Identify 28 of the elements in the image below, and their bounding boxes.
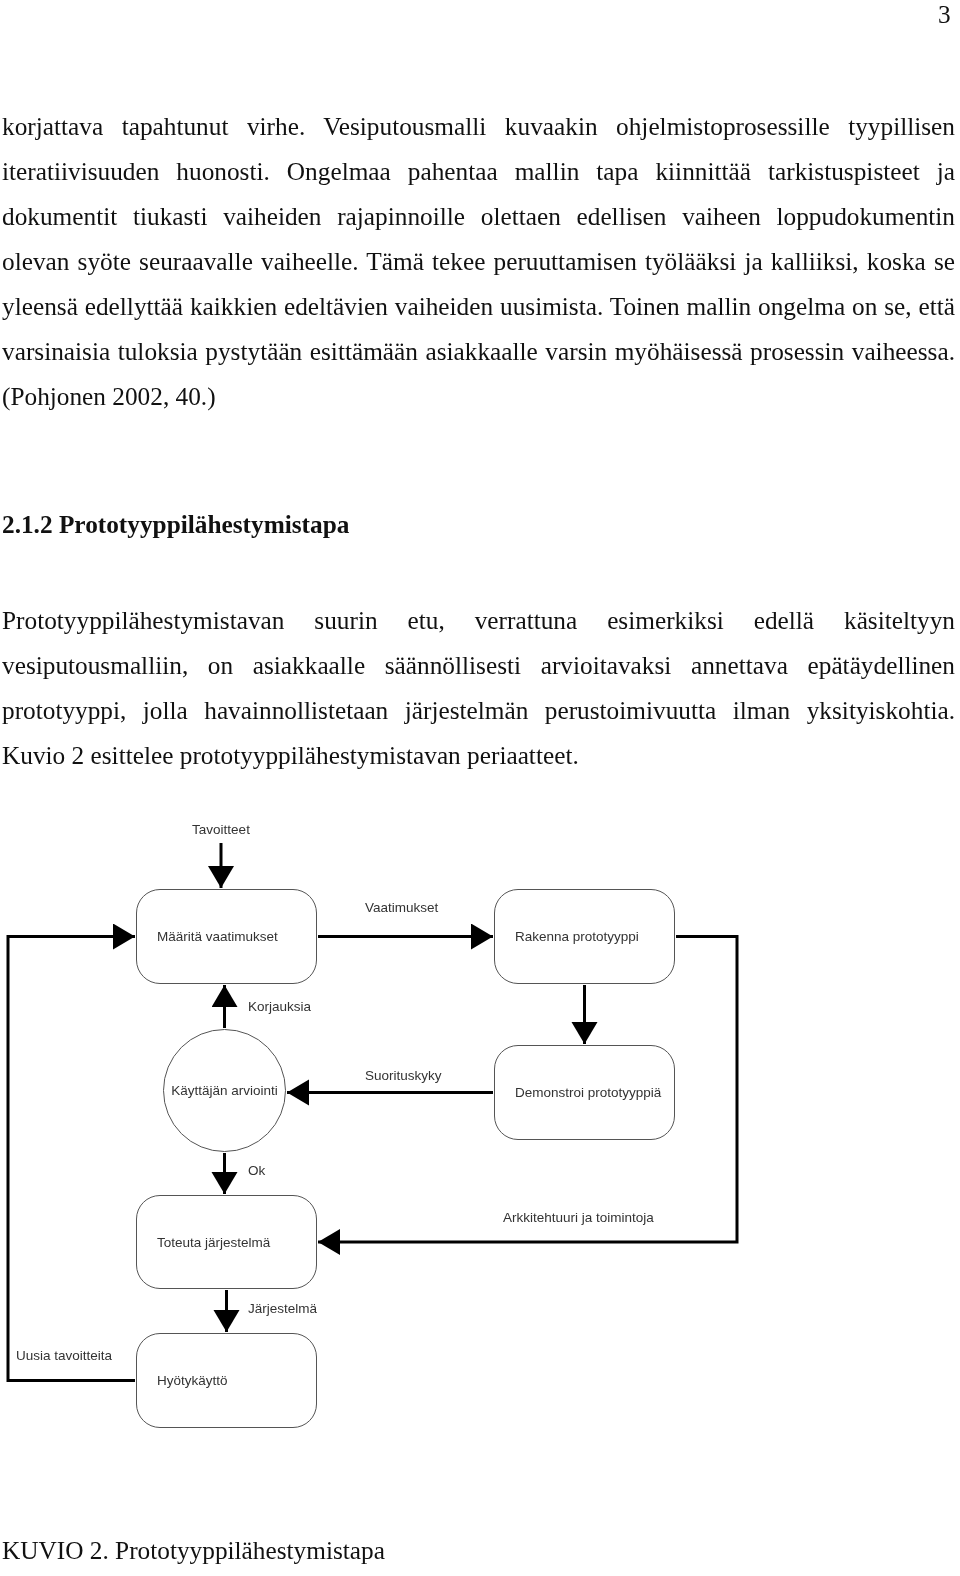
page-number: 3 [938,0,952,30]
arrow [211,985,238,1028]
edge-label: Järjestelmä [247,1301,319,1316]
arrow [318,935,739,1255]
arrow [287,1079,493,1106]
process-box: Hyötykäyttö [136,1333,317,1428]
arrow [211,1153,238,1194]
edge-label: Vaatimukset [364,900,440,915]
edge-label: Korjauksia [247,999,313,1014]
paragraph: Prototyyppilähestymistavan suurin etu, verrattuna esimerkiksi edellä käsiteltyyn vesiputousmalliin, on asiakkaalle säännöllisesti arvioitavaksi annettava epätäydellinen prototyyppi, jolla havainnollistetaan järjestelmän perustoimivuutta ilman yksityiskohtia. Kuvio 2 esittelee prototyyppilähestymistavan periaatteet. [2,605,955,771]
process-box: Rakenna prototyyppi [494,889,675,984]
section-heading: 2.1.2 Prototyyppilähestymistapa [2,509,351,540]
process-box: Demonstroi prototyyppiä [494,1045,675,1140]
arrow [213,1290,240,1332]
process-box: Toteuta järjestelmä [136,1195,317,1289]
paragraph: korjattava tapahtunut virhe. Vesiputousmalli kuvaakin ohjelmistoprosessille tyypillisen iteratiivisuuden huonosti. Ongelmaa pahentaa mallin tapa kiinnittää tarkistuspisteet ja dokumentit tiukasti vaiheiden rajapinnoille olettaen edellisen vaiheen loppudokumentin olevan syöte seuraavalle vaiheelle. Tämä tekee peruuttamisen työlääksi ja kalliiksi, koska se yleensä edellyttää kaikkien edeltävien vaiheiden uusimista. Toinen mallin ongelma on se, että varsinaisia tuloksia pystytään esittämään asiakkaalle varsin myöhäisessä prosessin vaiheessa. (Pohjonen 2002, 40.) [2,111,955,413]
edge-label: Uusia tavoitteita [15,1348,114,1363]
arrow [6,923,135,1382]
edge-label: Arkkitehtuuri ja toimintoja [502,1210,655,1225]
edge-label: Suorituskyky [364,1068,443,1083]
arrow [318,923,493,950]
figure-caption: KUVIO 2. Prototyyppilähestymistapa [2,1535,385,1566]
arrow [571,985,598,1044]
evaluation-circle: Käyttäjän arviointi [163,1029,286,1152]
arrow [208,843,234,888]
process-box: Määritä vaatimukset [136,889,317,984]
edge-label: Ok [247,1163,267,1178]
node-label: Tavoitteet [181,822,261,842]
